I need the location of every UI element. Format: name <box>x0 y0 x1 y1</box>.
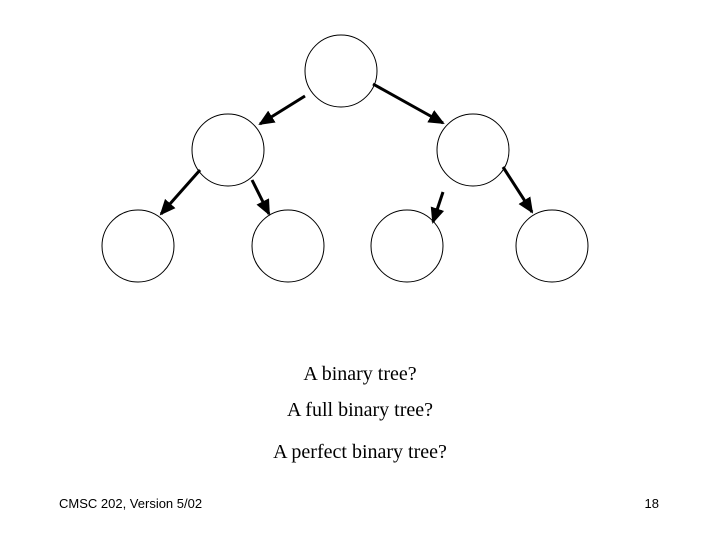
tree-node-root <box>304 34 378 108</box>
question-binary-tree: A binary tree? <box>303 363 417 385</box>
edge-root-to-right-child-arrow <box>372 82 445 125</box>
question-full-binary-tree: A full binary tree? <box>286 399 434 421</box>
edge-left-child-to-left-left-leaf-arrow <box>159 169 202 216</box>
edge-right-child-to-right-right-leaf-arrow <box>501 166 534 214</box>
tree-node-left-child <box>191 113 265 187</box>
tree-node-left-right-leaf <box>251 209 325 283</box>
edge-left-child-to-left-right-leaf-arrow <box>250 179 271 216</box>
edge-root-to-left-child-arrow <box>258 94 306 126</box>
slide-page-number: 18 <box>644 496 659 511</box>
footer-course-label: CMSC 202, Version 5/02 <box>59 496 203 511</box>
tree-node-left-left-leaf <box>101 209 175 283</box>
tree-node-right-left-leaf <box>370 209 444 283</box>
question-perfect-binary-tree: A perfect binary tree? <box>273 441 447 463</box>
tree-node-right-right-leaf <box>515 209 589 283</box>
binary-tree-diagram <box>101 34 589 283</box>
edge-right-child-to-right-left-leaf-arrow <box>430 191 445 224</box>
tree-node-right-child <box>436 113 510 187</box>
